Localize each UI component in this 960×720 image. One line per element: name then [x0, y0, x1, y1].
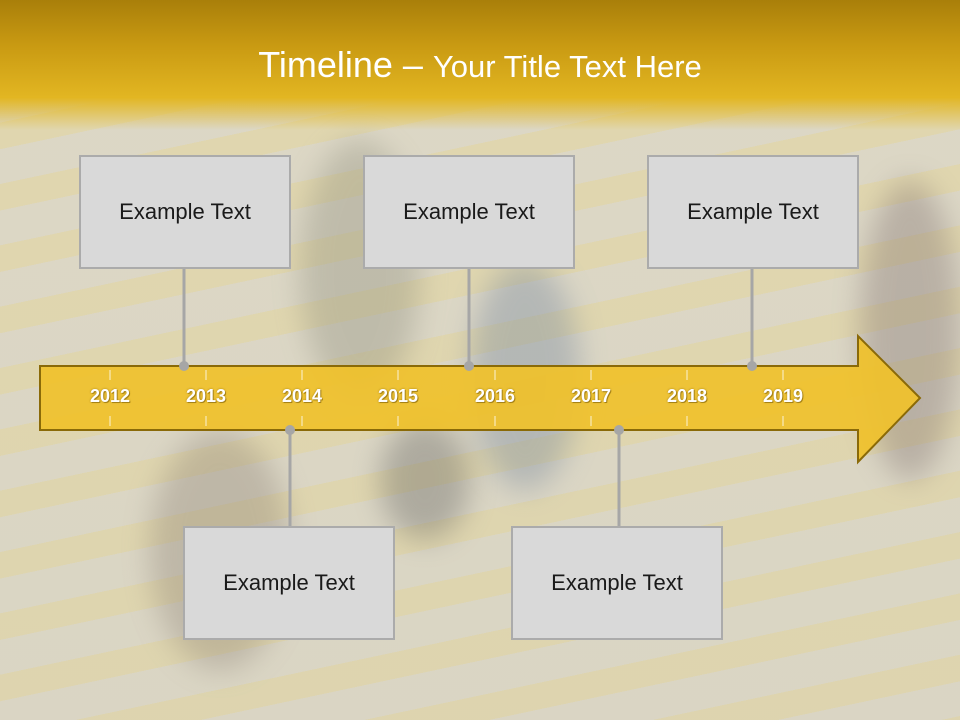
connector-dot	[614, 425, 624, 435]
event-box-top[interactable]: Example Text	[647, 155, 859, 269]
connector-dot	[747, 361, 757, 371]
year-label: 2017	[570, 386, 612, 406]
title-subtitle: Your Title Text Here	[432, 49, 702, 84]
year-label: 2013	[185, 386, 227, 406]
year-label: 2014	[281, 386, 323, 406]
page-title: Timeline – Your Title Text Here	[0, 44, 960, 86]
year-label: 2016	[474, 386, 516, 406]
event-box-top[interactable]: Example Text	[79, 155, 291, 269]
event-box-bottom[interactable]: Example Text	[183, 526, 395, 640]
event-box-bottom[interactable]: Example Text	[511, 526, 723, 640]
year-label: 2019	[762, 386, 804, 406]
title-bar	[0, 0, 960, 130]
timeline-arrow	[39, 333, 922, 465]
connector-dot	[179, 361, 189, 371]
event-text: Example Text	[551, 570, 683, 595]
title-main: Timeline –	[258, 44, 433, 85]
event-text: Example Text	[223, 570, 355, 595]
event-text: Example Text	[403, 199, 535, 224]
connector-dot	[464, 361, 474, 371]
event-text: Example Text	[119, 199, 251, 224]
connector-dot	[285, 425, 295, 435]
year-label: 2018	[666, 386, 708, 406]
background-figure	[380, 420, 470, 540]
event-box-top[interactable]: Example Text	[363, 155, 575, 269]
event-text: Example Text	[687, 199, 819, 224]
year-label: 2012	[89, 386, 131, 406]
year-label: 2015	[377, 386, 419, 406]
